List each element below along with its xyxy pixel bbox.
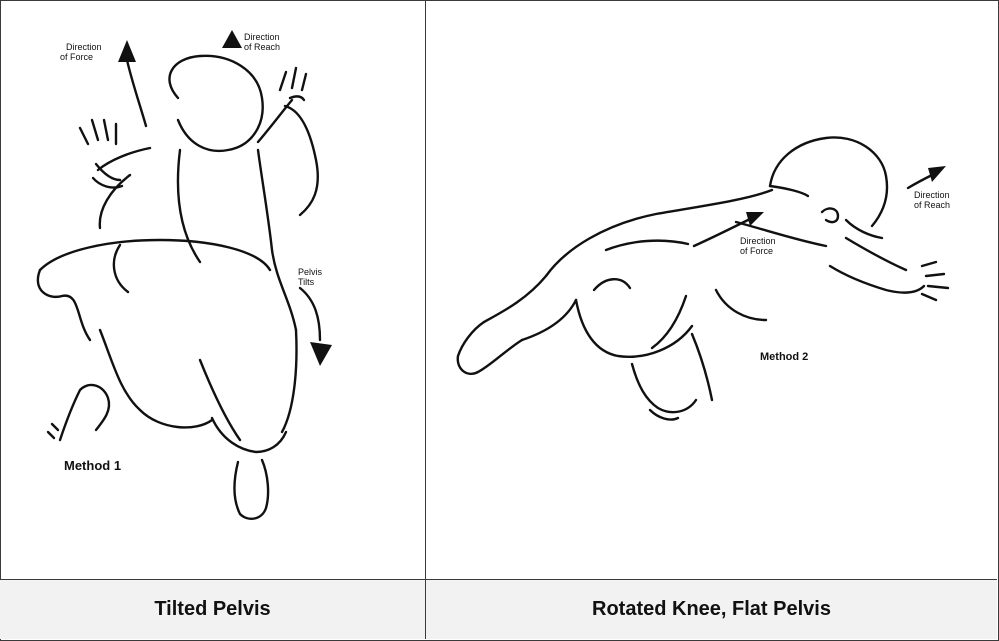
- left-thigh: [38, 270, 90, 340]
- buttock: [594, 279, 630, 290]
- arm-upper: [846, 238, 906, 270]
- left-hand-fingers: [80, 120, 116, 144]
- knee-curve: [632, 364, 696, 412]
- reach-label-line1: Direction: [244, 32, 280, 42]
- face-line: [846, 220, 882, 238]
- left-hand: [93, 164, 122, 188]
- back-line: [484, 190, 772, 322]
- right-hand-fingers: [280, 68, 306, 100]
- pelvis-label-line2: Tilts: [298, 277, 315, 287]
- method-2-panel: Direction of Reach Direction of Force Me…: [426, 0, 997, 579]
- hip-crease: [114, 245, 128, 292]
- method-2-illustration: Direction of Reach Direction of Force Me…: [426, 0, 997, 579]
- force-label-line2: of Force: [60, 52, 93, 62]
- force-arrow-head: [118, 40, 136, 62]
- method-1-panel: Direction of Force Direction of Reach Pe…: [0, 0, 425, 579]
- right-arm-outer: [285, 106, 318, 215]
- torso-left-edge: [100, 175, 130, 228]
- buttock-top: [40, 240, 270, 270]
- reach-arrow-head: [928, 166, 946, 182]
- arm-lower: [830, 266, 924, 293]
- method-1-label: Method 1: [64, 458, 121, 473]
- pelvis-arrow-head: [310, 342, 332, 366]
- method-2-label: Method 2: [760, 351, 808, 363]
- force-label-line2: of Force: [740, 246, 773, 256]
- belly-line: [576, 300, 692, 357]
- bottom-leg: [212, 418, 286, 452]
- extended-leg: [522, 300, 576, 340]
- baby-head: [169, 56, 262, 151]
- pelvis-label-line1: Pelvis: [298, 267, 323, 277]
- inner-leg: [200, 360, 240, 440]
- side-crease: [716, 290, 766, 320]
- left-foot: [60, 385, 109, 440]
- torso-right-edge: [258, 150, 296, 330]
- caption-tilted-pelvis: Tilted Pelvis: [0, 580, 426, 639]
- hand-fingers: [922, 262, 948, 300]
- force-arrow-shaft: [127, 60, 146, 126]
- baby-head: [770, 137, 887, 226]
- ear: [822, 209, 838, 223]
- shoulder-blade: [606, 241, 688, 250]
- reach-label-line2: of Reach: [244, 42, 280, 52]
- shin: [692, 334, 712, 400]
- leg-lower-curve: [100, 330, 212, 427]
- left-arm-upper: [98, 148, 150, 170]
- pelvis-arrow-shaft: [300, 288, 320, 340]
- reach-label-line2: of Reach: [914, 200, 950, 210]
- force-label-line1: Direction: [740, 236, 776, 246]
- reach-arrow-shaft: [908, 174, 934, 188]
- force-label-line1: Direction: [66, 42, 102, 52]
- bottom-foot: [235, 460, 269, 519]
- caption-rotated-knee-flat-pelvis: Rotated Knee, Flat Pelvis: [426, 580, 997, 639]
- thigh-front: [652, 296, 686, 348]
- head-brow: [770, 186, 808, 196]
- left-toes: [48, 424, 58, 438]
- reach-arrow-head: [222, 30, 242, 48]
- extended-foot: [458, 322, 522, 374]
- force-arrow-head: [746, 212, 764, 226]
- right-leg-edge: [282, 330, 296, 432]
- reach-label-line1: Direction: [914, 190, 950, 200]
- method-1-illustration: Direction of Force Direction of Reach Pe…: [0, 0, 425, 579]
- spine-line: [178, 150, 200, 262]
